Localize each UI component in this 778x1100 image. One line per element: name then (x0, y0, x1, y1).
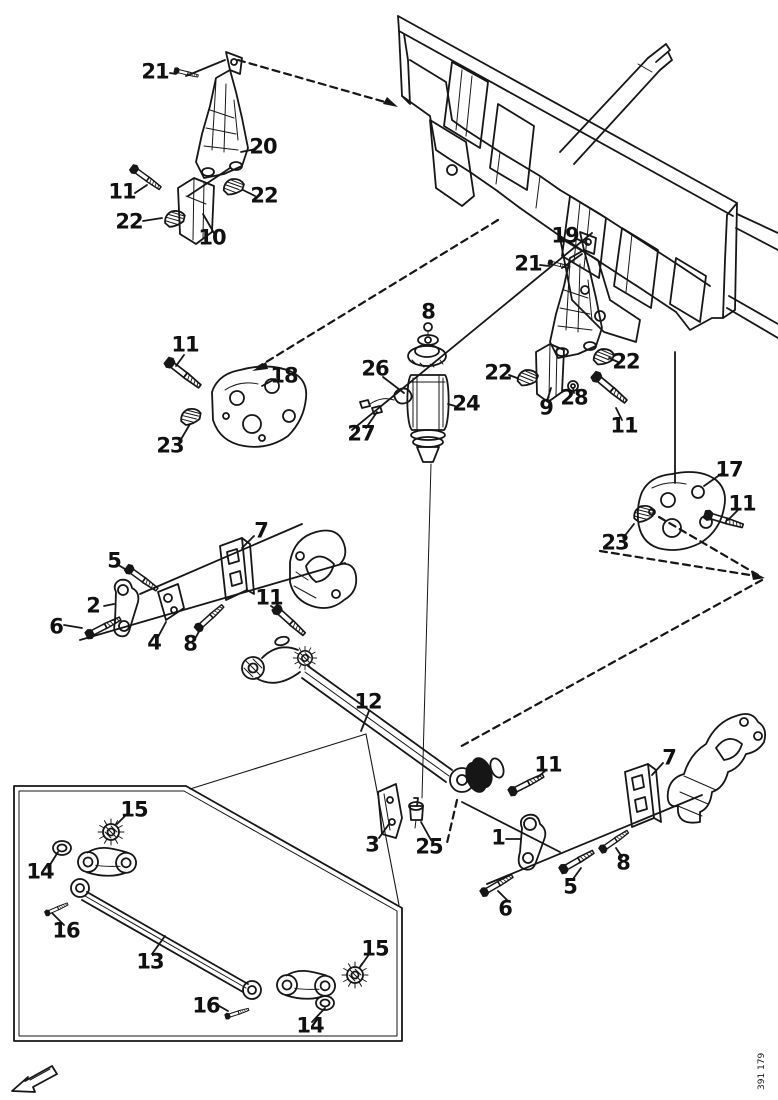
direction-arrow-icon (11, 1065, 58, 1093)
bracket-19-illustration (549, 231, 603, 359)
callout-23: 23 (601, 530, 629, 555)
callout-17: 17 (715, 457, 743, 482)
callout-26: 26 (361, 356, 389, 381)
callout-22: 22 (250, 183, 278, 208)
callout-22: 22 (612, 349, 640, 374)
bracket-20-illustration (195, 51, 249, 179)
callout-21: 21 (141, 59, 169, 84)
torque-rod-13-illustration (52, 818, 369, 1013)
callout-4: 4 (147, 630, 162, 655)
callout-22: 22 (484, 360, 512, 385)
callout-2: 2 (86, 593, 101, 618)
callout-11: 11 (610, 413, 638, 438)
callout-8: 8 (183, 631, 198, 656)
callout-16: 16 (192, 993, 220, 1018)
callout-27: 27 (347, 421, 375, 446)
callout-3: 3 (365, 832, 380, 857)
callout-22: 22 (115, 209, 143, 234)
dashed-reference-lines (236, 58, 765, 845)
lever-1-illustration (517, 813, 547, 871)
plate-7-right-illustration (624, 763, 662, 828)
frame-crossmember-illustration (397, 15, 778, 343)
bracket-9-illustration (535, 343, 565, 403)
plate-7-left-illustration (219, 537, 255, 601)
callout-23: 23 (156, 433, 184, 458)
callout-10: 10 (198, 225, 226, 250)
leader-lines (47, 59, 740, 1023)
callout-5: 5 (107, 548, 122, 573)
callout-13: 13 (136, 949, 164, 974)
callout-15: 15 (120, 797, 148, 822)
callout-12: 12 (354, 689, 382, 714)
callout-25: 25 (415, 834, 443, 859)
callout-11: 11 (255, 585, 283, 610)
callout-11: 11 (108, 179, 136, 204)
bracket-18-illustration (211, 365, 308, 448)
callout-9: 9 (539, 395, 554, 420)
callout-8: 8 (616, 850, 631, 875)
callout-7: 7 (662, 745, 677, 770)
torque-rod-12-illustration (241, 635, 505, 793)
callout-18: 18 (270, 363, 298, 388)
axle-bracket-right-illustration (666, 713, 767, 824)
callout-19: 19 (551, 223, 579, 248)
callout-5: 5 (563, 874, 578, 899)
callout-11: 11 (534, 752, 562, 777)
callout-7: 7 (254, 518, 269, 543)
callout-16: 16 (52, 918, 80, 943)
callout-14: 14 (26, 859, 54, 884)
inset-detail-box (13, 733, 403, 1042)
callout-6: 6 (49, 614, 64, 639)
callout-14: 14 (296, 1013, 324, 1038)
callout-1: 1 (491, 825, 506, 850)
figure-number: 391 179 (757, 1053, 767, 1090)
callout-15: 15 (361, 936, 389, 961)
callout-6: 6 (498, 896, 513, 921)
callout-8: 8 (421, 299, 436, 324)
callout-11: 11 (171, 332, 199, 357)
callout-11: 11 (728, 491, 756, 516)
callout-24: 24 (452, 391, 480, 416)
callout-20: 20 (249, 134, 277, 159)
callout-21: 21 (514, 251, 542, 276)
bracket-10-illustration (177, 177, 215, 245)
callout-28: 28 (560, 385, 588, 410)
bump-stop-25-illustration (408, 797, 424, 829)
axle-bracket-left-illustration (289, 529, 358, 609)
